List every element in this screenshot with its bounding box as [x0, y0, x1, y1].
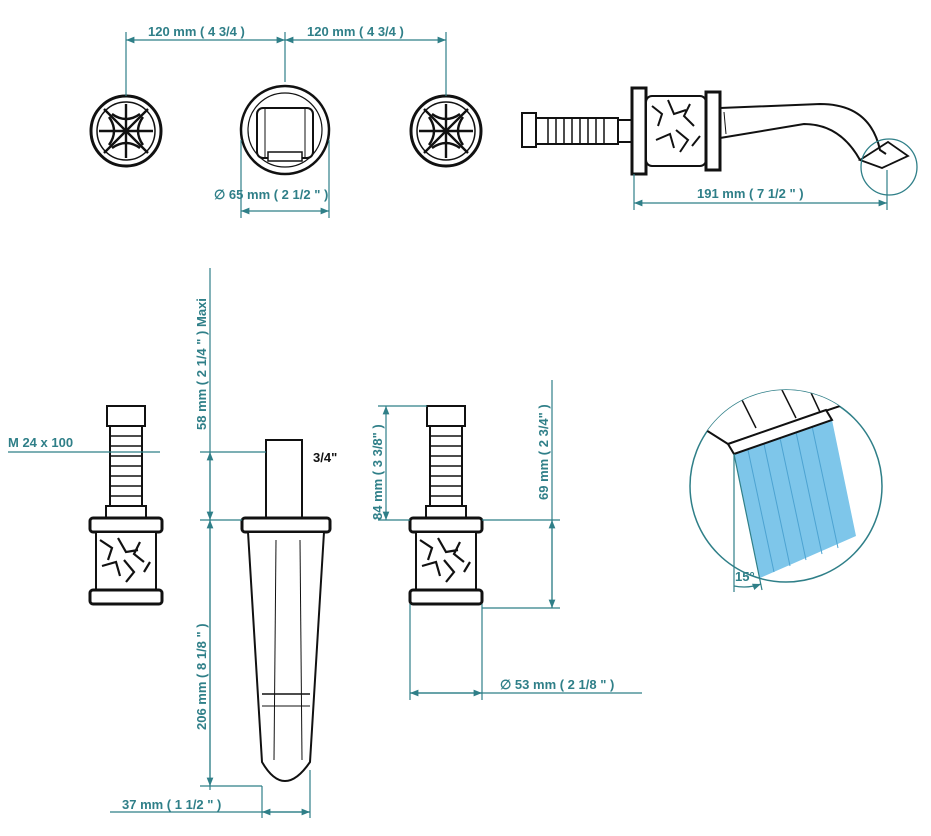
dim-spacing-left: 120 mm ( 4 3/4 ) [148, 24, 245, 39]
dim-valve-diameter: ∅ 53 mm ( 2 1/8 " ) [500, 677, 614, 692]
right-handle-front [409, 94, 483, 168]
dim-spout-projection: 191 mm ( 7 1/2 " ) [697, 186, 804, 201]
left-valve-elevation: M 24 x 100 [8, 405, 164, 606]
dim-connection: 3/4" [313, 450, 337, 465]
spout-elevation: 58 mm ( 2 1/4 " ) Maxi 3/4" 206 mm ( 8 1… [110, 268, 337, 818]
dim-spacing-right: 120 mm ( 4 3/4 ) [307, 24, 404, 39]
left-handle-front [89, 94, 163, 168]
dim-spout-length: 206 mm ( 8 1/8 " ) [194, 623, 209, 730]
dim-flange-diameter: ∅ 65 mm ( 2 1/2 " ) [214, 187, 328, 202]
dim-spout-diameter: 37 mm ( 1 1/2 " ) [122, 797, 221, 812]
side-view: 191 mm ( 7 1/2 " ) [521, 86, 918, 210]
dim-valve-height: 84 mm ( 3 3/8" ) [370, 424, 385, 520]
dim-valve-body-height: 69 mm ( 2 3/4" ) [536, 404, 551, 500]
dim-max-height: 58 mm ( 2 1/4 " ) Maxi [194, 298, 209, 430]
spray-detail: 15° [689, 389, 883, 592]
dim-spray-angle: 15° [735, 569, 755, 584]
dim-thread: M 24 x 100 [8, 435, 73, 450]
right-valve-elevation: 84 mm ( 3 3/8" ) 69 mm ( 2 3/4" ) ∅ 53 m… [370, 380, 642, 700]
front-view: 120 mm ( 4 3/4 ) 120 mm ( 4 3/4 ) ∅ 65 m… [89, 24, 483, 218]
spout-flange-front [239, 84, 331, 176]
